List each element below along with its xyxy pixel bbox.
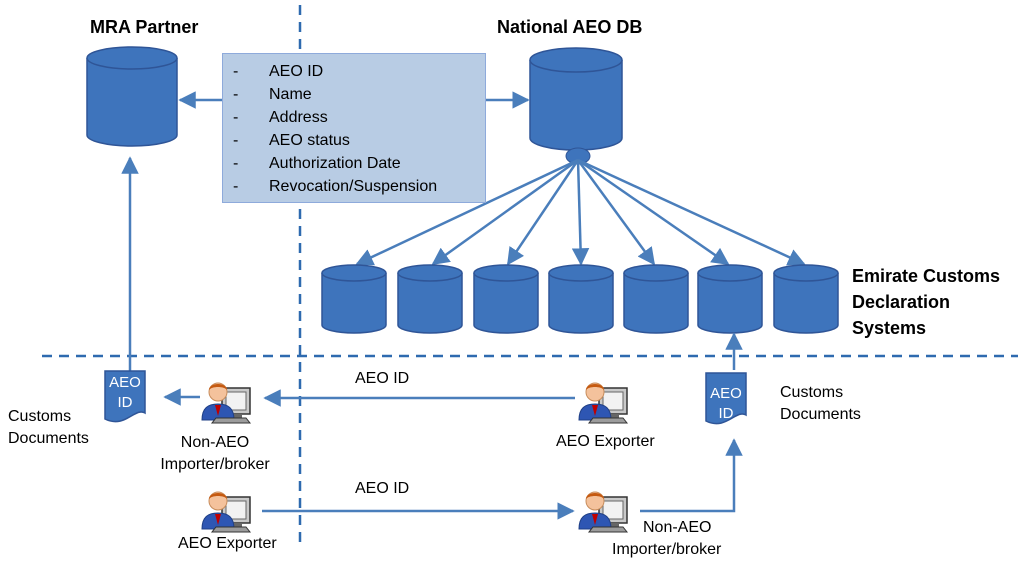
emirate-systems-title-line1: Emirate Customs xyxy=(852,266,1001,286)
aeo-id-arrow-label-top: AEO ID xyxy=(355,370,410,387)
non-aeo-importer-right-line1: Non-AEO xyxy=(643,519,712,536)
national-aeo-database-icon xyxy=(529,47,623,165)
data-field-item: - AEO status xyxy=(233,129,485,152)
data-fields-list: - AEO ID - Name - Address - AEO status - Auth… xyxy=(233,60,485,198)
data-field-label: AEO ID xyxy=(269,63,324,80)
database-icon xyxy=(773,264,839,334)
emirate-systems-title-line3: Systems xyxy=(852,318,927,338)
data-field-item: - Revocation/Suspension xyxy=(233,175,485,198)
national-aeo-db-title: National AEO DB xyxy=(497,17,643,37)
customs-documents-right-line2: Documents xyxy=(780,406,861,423)
non-aeo-importer-left-line1: Non-AEO xyxy=(180,434,250,451)
fan-out-arrows xyxy=(355,158,806,266)
document-right-text-line1: AEO xyxy=(710,385,742,402)
user-computer-icon xyxy=(578,382,628,424)
database-icon xyxy=(548,264,614,334)
document-right-text-line2: ID xyxy=(718,405,734,422)
bullet-dash: - xyxy=(233,155,239,172)
non-aeo-importer-left-line2: Importer/broker xyxy=(160,456,270,473)
data-field-item: - Address xyxy=(233,106,485,129)
customs-documents-right-line1: Customs xyxy=(780,384,844,401)
data-field-item: - Name xyxy=(233,83,485,106)
database-icon xyxy=(473,264,539,334)
bullet-dash: - xyxy=(233,86,239,103)
mra-partner-title: MRA Partner xyxy=(90,17,199,37)
data-field-item: - AEO ID xyxy=(233,60,485,83)
database-icon xyxy=(397,264,463,334)
bullet-dash: - xyxy=(233,178,239,195)
mra-partner-database-icon xyxy=(86,46,178,147)
data-field-label: Address xyxy=(269,109,328,126)
data-field-label: Revocation/Suspension xyxy=(269,178,438,195)
data-field-item: - Authorization Date xyxy=(233,152,485,175)
non-aeo-importer-right-line2: Importer/broker xyxy=(612,541,722,558)
bullet-dash: - xyxy=(233,132,239,149)
emirate-systems xyxy=(321,264,839,334)
bullet-dash: - xyxy=(233,109,239,126)
aeo-id-arrow-label-bottom: AEO ID xyxy=(355,480,410,497)
bullet-dash: - xyxy=(233,63,239,80)
customs-documents-left-line1: Customs xyxy=(8,408,72,425)
customs-documents-left-line2: Documents xyxy=(8,430,89,447)
user-computer-icon xyxy=(201,382,251,424)
data-field-label: Authorization Date xyxy=(269,155,401,172)
user-computer-icon xyxy=(578,491,628,533)
aeo-exporter-right-label: AEO Exporter xyxy=(556,433,655,450)
database-icon xyxy=(623,264,689,334)
database-icon xyxy=(321,264,387,334)
user-computer-icon xyxy=(201,491,251,533)
arrow-non-aeo-to-doc-right xyxy=(640,438,743,513)
data-field-label: Name xyxy=(269,86,312,103)
document-left-text-line2: ID xyxy=(117,394,133,411)
document-left-text-line1: AEO xyxy=(109,374,141,391)
emirate-systems-title-line2: Declaration xyxy=(852,292,951,312)
aeo-exporter-left-label: AEO Exporter xyxy=(178,535,277,552)
shared-data-fields-box: - AEO ID - Name - Address - AEO status - Auth… xyxy=(222,53,486,203)
database-icon xyxy=(697,264,763,334)
data-field-label: AEO status xyxy=(269,132,350,149)
